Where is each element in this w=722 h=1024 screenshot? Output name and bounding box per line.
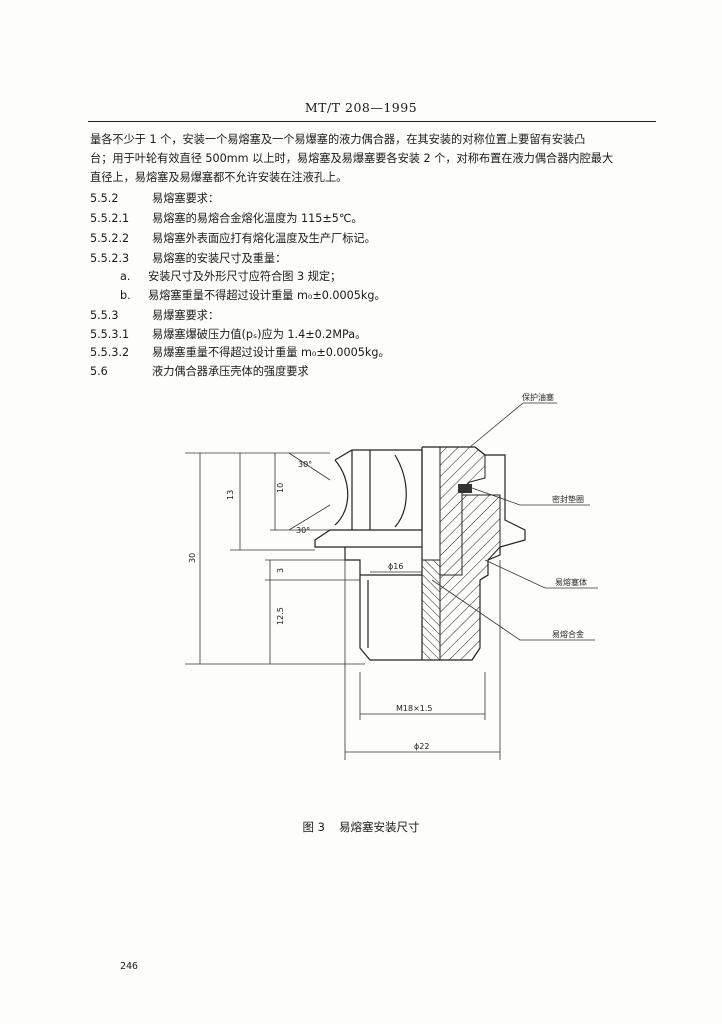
dim-angle-bottom: 30° (296, 526, 310, 535)
clause-text: 易爆塞重量不得超过设计重量 m₀±0.0005kg。 (152, 346, 390, 359)
plug-body-section (439, 494, 501, 661)
clause-number: 5.6 (90, 365, 108, 378)
clause-text: 易熔塞的安装尺寸及重量： (152, 252, 287, 265)
dim-thread: M18×1.5 (396, 704, 433, 713)
dim-phi22: ϕ22 (414, 742, 429, 751)
figure-number: 图 3 (302, 820, 325, 834)
dim-10: 10 (276, 483, 285, 493)
list-item-a: a. 安装尺寸及外形尺寸应符合图 3 规定； (120, 270, 341, 284)
body-paragraph-line: 台；用于叶轮有效直径 500mm 以上时，易熔塞及易爆塞要各安装 2 个，对称布… (90, 152, 614, 165)
dim-12-5: 12.5 (276, 607, 285, 625)
fusible-alloy-section (421, 559, 441, 661)
clause-5-5-2-1: 5.5.2.1 易熔塞的易熔合金熔化温度为 115±5℃。 (90, 212, 363, 226)
body-paragraph-line: 直径上，易熔塞及易爆塞都不允许安装在注液孔上。 (90, 171, 348, 184)
seal-washer (458, 484, 472, 493)
page-number: 246 (120, 961, 139, 972)
clause-text: 易爆塞爆破压力值(pₛ)应为 1.4±0.2MPa。 (152, 328, 367, 341)
clause-text: 易熔塞的易熔合金熔化温度为 115±5℃。 (152, 212, 363, 225)
label-fusible-alloy: 易熔合金 (552, 629, 584, 639)
label-seal-washer: 密封垫圈 (552, 494, 584, 504)
leader-lines (431, 402, 598, 641)
clause-number: 5.5.3 (90, 309, 119, 322)
header-rule (88, 121, 656, 122)
dim-3: 3 (276, 568, 285, 573)
clause-number: 5.5.3.1 (90, 328, 130, 341)
clause-number: 5.5.2.2 (90, 232, 130, 245)
clause-5-5-3: 5.5.3 易爆塞要求： (90, 309, 219, 323)
dim-phi16: ϕ16 (388, 562, 403, 571)
clause-number: 5.5.2.1 (90, 212, 130, 225)
clause-5-5-2-2: 5.5.2.2 易熔塞外表面应打有熔化温度及生产厂标记。 (90, 232, 376, 246)
list-marker: b. (120, 289, 131, 302)
clause-5-5-3-1: 5.5.3.1 易爆塞爆破压力值(pₛ)应为 1.4±0.2MPa。 (90, 328, 366, 342)
clause-text: 易熔塞要求： (152, 192, 220, 205)
clause-text: 液力偶合器承压壳体的强度要求 (152, 365, 309, 378)
label-protective-cap: 保护油塞 (522, 392, 554, 402)
clause-number: 5.5.2.3 (90, 252, 130, 265)
clause-5-5-2: 5.5.2 易熔塞要求： (90, 192, 219, 206)
figure-title: 易熔塞安装尺寸 (338, 820, 420, 834)
list-text: 安装尺寸及外形尺寸应符合图 3 规定； (148, 270, 342, 283)
clause-number: 5.5.3.2 (90, 346, 130, 359)
list-marker: a. (120, 270, 131, 283)
dim-30: 30 (188, 553, 197, 563)
list-item-b: b. 易熔塞重量不得超过设计重量 m₀±0.0005kg。 (120, 289, 386, 303)
clause-text: 易爆塞要求： (152, 309, 220, 322)
dimension-lines (185, 452, 501, 760)
clause-5-5-2-3: 5.5.2.3 易熔塞的安装尺寸及重量： (90, 252, 286, 266)
body-paragraph-line: 量各不少于 1 个，安装一个易熔塞及一个易爆塞的液力偶合器，在其安装的对称位置上… (90, 133, 586, 146)
figure-caption: 图 3 易熔塞安装尺寸 (0, 819, 722, 835)
label-plug-body: 易熔塞体 (555, 577, 587, 587)
fusible-plug-drawing: 30° 30° 13 10 30 3 12.5 ϕ16 M18×1.5 ϕ22 … (185, 392, 598, 760)
list-text: 易熔塞重量不得超过设计重量 m₀±0.0005kg。 (148, 289, 386, 302)
clause-5-6: 5.6 液力偶合器承压壳体的强度要求 (90, 365, 309, 379)
clause-5-5-3-2: 5.5.3.2 易爆塞重量不得超过设计重量 m₀±0.0005kg。 (90, 346, 390, 360)
dim-angle-top: 30° (298, 460, 312, 469)
running-header: MT/T 208—1995 (304, 100, 418, 115)
clause-number: 5.5.2 (90, 192, 119, 205)
dim-13: 13 (226, 490, 235, 500)
clause-text: 易熔塞外表面应打有熔化温度及生产厂标记。 (152, 232, 376, 245)
